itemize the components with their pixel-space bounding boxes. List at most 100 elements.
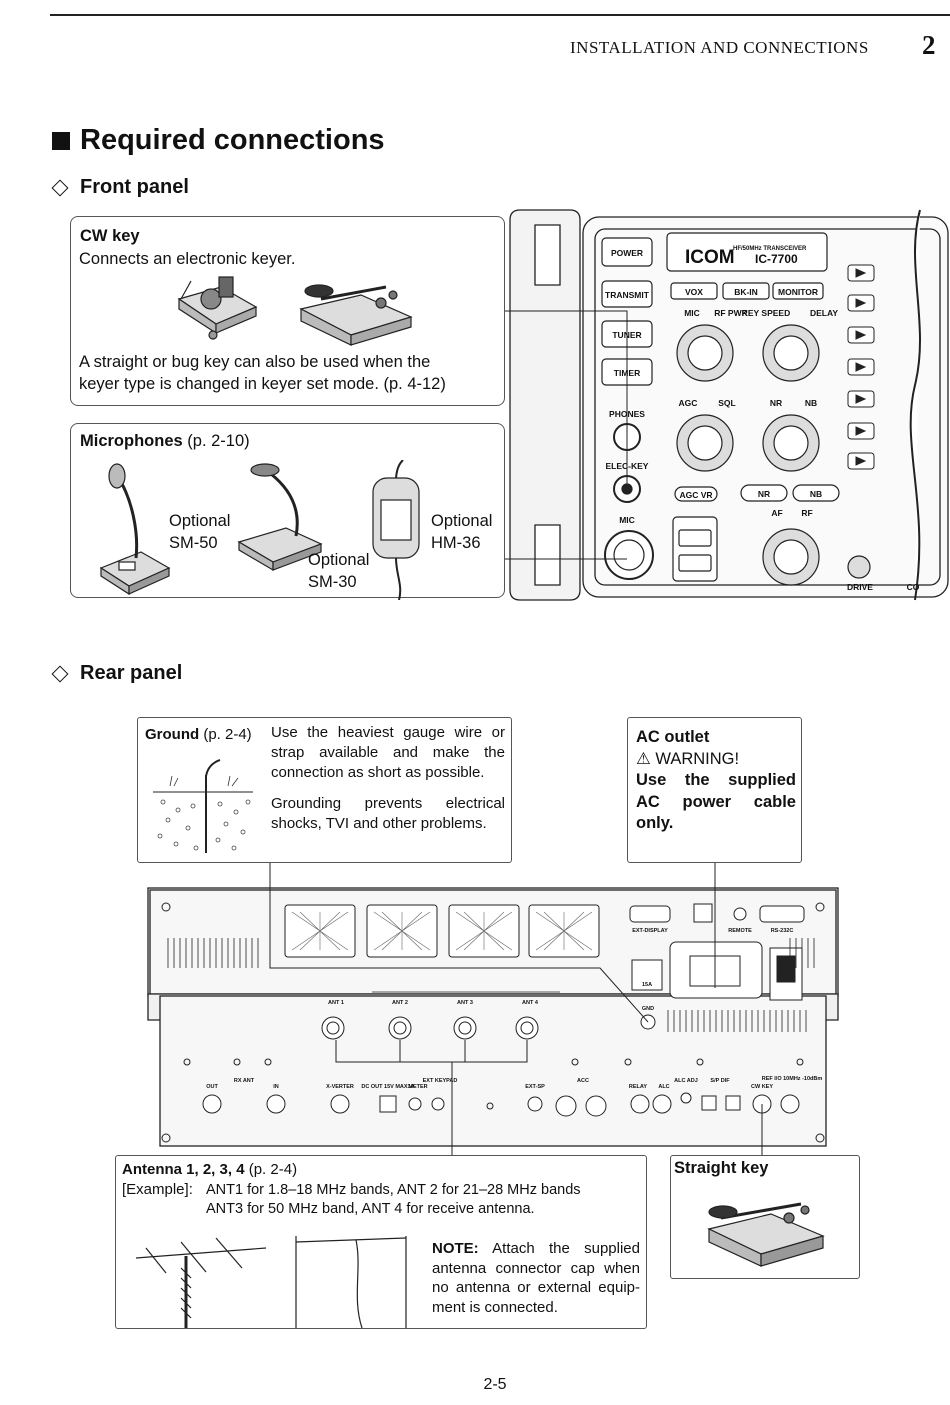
sm30-label-2: SM-30 <box>308 573 357 591</box>
gnd-label: GND <box>642 1006 654 1012</box>
note-label: NOTE: <box>432 1240 479 1257</box>
transmit-button-label: TRANSMIT <box>605 290 650 300</box>
xverter-label: X-VERTER <box>326 1084 354 1090</box>
mic-knob-label: MIC <box>684 308 700 318</box>
front-panel-drawing: POWER TRANSMIT TUNER TIMER VOX BK-IN MON… <box>509 209 949 601</box>
cw-key-box: CW key Connects an electronic keyer. A s… <box>70 216 505 406</box>
transceiver-subtitle: HF/50MHz TRANSCEIVER <box>733 246 807 252</box>
antenna-title-line: Antenna 1, 2, 3, 4 (p. 2-4) <box>122 1161 298 1178</box>
delay-knob-label: DELAY <box>810 308 838 318</box>
nb-button-label: NB <box>810 489 822 499</box>
cw-key-line1: Connects an electronic keyer. <box>79 250 296 268</box>
cw-key-line2a: A straight or bug key can also be used w… <box>79 353 431 371</box>
straight-key-title: Straight key <box>674 1159 769 1177</box>
section-header: INSTALLATION AND CONNECTIONS <box>570 38 869 57</box>
antenna-example-line2: ANT3 for 50 MHz band, ANT 4 for receive … <box>206 1201 535 1217</box>
rs232c-label: RS-232C <box>771 928 794 934</box>
ac-outlet-title: AC outlet <box>636 728 710 746</box>
ground-box: Ground (p. 2-4) Use the heaviest gauge w… <box>137 717 512 863</box>
ac-outlet-box: AC outlet ⚠ WARNING! Use the supplied AC… <box>627 717 802 863</box>
straight-key-illustration <box>299 284 413 346</box>
power-button-label: POWER <box>611 248 643 258</box>
ground-paragraph-2: Grounding prevents electrical shocks, TV… <box>271 795 505 832</box>
front-panel-heading: Front panel <box>50 176 189 199</box>
hm36-label-2: HM-36 <box>431 534 481 552</box>
icom-logo: ICOM <box>685 247 735 268</box>
microphone-illustrations <box>99 460 420 600</box>
fuse-label: 15A <box>642 982 652 988</box>
rear-panel-drawing: EXT-DISPLAY REMOTE RS-232C 15A GND ANT 1… <box>147 887 839 1147</box>
refio-label: REF I/O 10MHz -10dBm <box>762 1076 823 1082</box>
straight-key-illustration <box>707 1202 825 1267</box>
antenna-example-line1: ANT1 for 1.8–18 MHz bands, ANT 2 for 21–… <box>206 1182 581 1198</box>
rfpwr-knob-label: RF PWR <box>714 308 748 318</box>
ant1-label: ANT 1 <box>328 1000 344 1006</box>
af-knob-label: AF <box>771 508 782 518</box>
top-rule <box>50 14 950 16</box>
rxant-label: RX ANT <box>234 1078 255 1084</box>
rear-panel-heading: Rear panel <box>50 662 182 685</box>
alc-label: ALC <box>658 1084 669 1090</box>
meter-label: METER <box>408 1084 427 1090</box>
co-knob-label: CO <box>907 582 920 592</box>
nr-button-label: NR <box>758 489 770 499</box>
nr-knob-label: NR <box>770 398 782 408</box>
sm50-label-1: Optional <box>169 512 231 530</box>
cwkey-jack-label: CW KEY <box>751 1084 773 1090</box>
microphones-box: Microphones (p. 2-10) Optional SM-50 Opt… <box>70 423 505 600</box>
sql-knob-label: SQL <box>718 398 735 408</box>
straight-key-box: Straight key <box>670 1155 860 1279</box>
sm50-microphone-illustration <box>99 463 171 596</box>
monitor-button-label: MONITOR <box>778 287 818 297</box>
sm30-label-1: Optional <box>308 551 370 569</box>
drive-knob-label: DRIVE <box>847 582 873 592</box>
keyer-illustrations <box>177 276 413 346</box>
alcadj-label: ALC ADJ <box>674 1078 698 1084</box>
chapter-number: 2 <box>922 30 936 60</box>
relay-label: RELAY <box>629 1084 647 1090</box>
hm36-label-1: Optional <box>431 512 493 530</box>
ground-title-line: Ground (p. 2-4) <box>145 726 252 743</box>
microphones-title-line: Microphones (p. 2-10) <box>80 432 250 450</box>
vox-button-label: VOX <box>685 287 703 297</box>
spdif-label: S/P DIF <box>710 1078 730 1084</box>
ant2-label: ANT 2 <box>392 1000 408 1006</box>
page-number: 2-5 <box>483 1376 507 1393</box>
wire-antenna-illustration <box>295 1236 407 1328</box>
dcout-label: DC OUT 15V MAX1A <box>361 1084 414 1090</box>
antenna-example-label: [Example]: <box>122 1181 193 1198</box>
ground-rod-illustration <box>153 759 253 853</box>
antenna-illustrations <box>135 1236 407 1328</box>
bug-key-illustration <box>177 276 258 340</box>
ac-warning: ⚠ WARNING! <box>636 749 740 768</box>
hm36-microphone-illustration <box>372 460 420 600</box>
ant3-label: ANT 3 <box>457 1000 473 1006</box>
cw-key-line2b: keyer type is changed in keyer set mode.… <box>79 375 446 393</box>
ground-paragraph-1: Use the heaviest gauge wire or strap ava… <box>271 724 505 781</box>
extsp-label: EXT-SP <box>525 1084 545 1090</box>
antenna-box: Antenna 1, 2, 3, 4 (p. 2-4) [Example]: A… <box>115 1155 647 1329</box>
antenna-note: NOTE: Attach the supplied antenna connec… <box>432 1240 640 1316</box>
ac-outlet-text: AC outlet ⚠ WARNING! Use the supplied AC… <box>636 728 796 832</box>
extkeypad-label: EXT KEYPAD <box>423 1078 458 1084</box>
yagi-antenna-illustration <box>135 1237 267 1328</box>
cw-key-title: CW key <box>80 227 140 245</box>
acc-label: ACC <box>577 1078 589 1084</box>
mic-jack-label: MIC <box>619 515 635 525</box>
ant4-label: ANT 4 <box>522 1000 539 1006</box>
page-title: Required connections <box>52 124 385 157</box>
rxant-out-label: OUT <box>206 1084 218 1090</box>
agcvr-button-label: AGC VR <box>679 490 712 500</box>
keyspeed-knob-label: KEY SPEED <box>742 308 791 318</box>
remote-label: REMOTE <box>728 928 752 934</box>
sm50-label-2: SM-50 <box>169 534 218 552</box>
sm30-microphone-illustration <box>237 463 323 572</box>
rxant-in-label: IN <box>273 1084 279 1090</box>
bkin-button-label: BK-IN <box>734 287 758 297</box>
square-bullet-icon <box>52 131 70 150</box>
model-name: IC-7700 <box>755 252 798 266</box>
front-callout-lines <box>505 310 628 560</box>
rf-knob-label: RF <box>801 508 812 518</box>
ext-display-label: EXT-DISPLAY <box>632 928 668 934</box>
